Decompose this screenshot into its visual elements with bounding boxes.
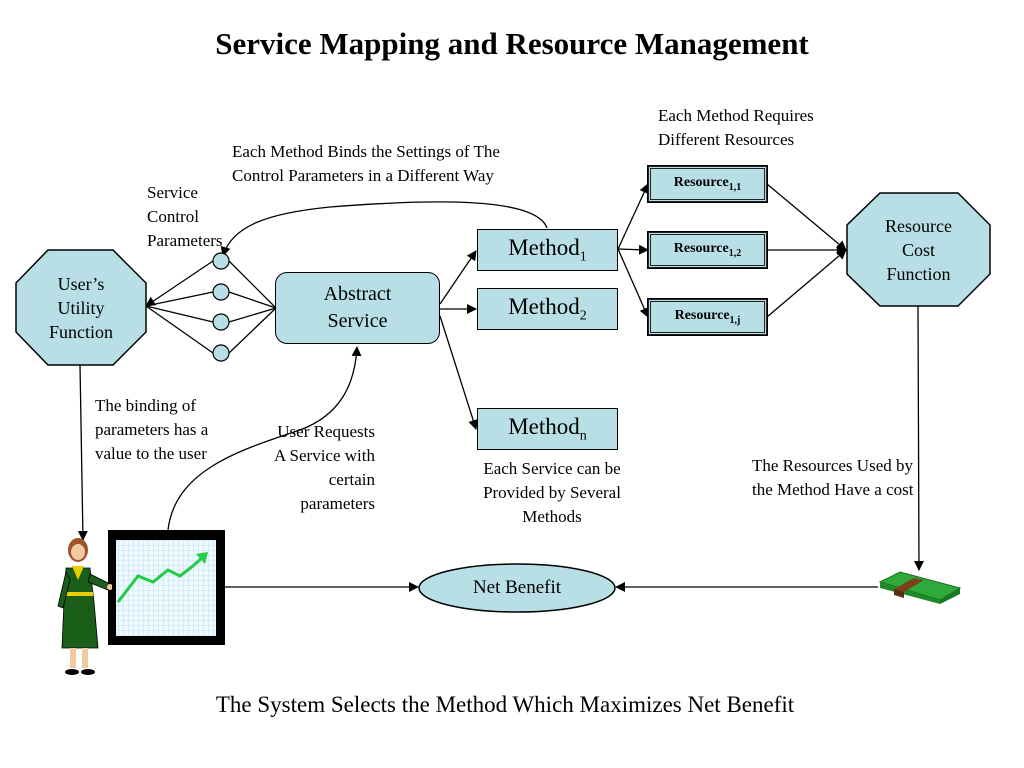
method-2-subscript: 2: [579, 308, 587, 324]
utility-function-label: User’s Utility Function: [48, 273, 113, 342]
method-to-resource11-arrow: [617, 183, 649, 250]
footer-caption: The System Selects the Method Which Maxi…: [215, 692, 795, 717]
method-n-label: Method: [508, 413, 580, 439]
net-benefit-label: Net Benefit: [472, 577, 562, 598]
resource-1-j-label: Resource: [674, 308, 730, 324]
resources-cost-note: The Resources Used by the Method Have a …: [752, 456, 914, 499]
resource11-to-cost-arrow: [766, 183, 847, 251]
abstract-service-node: Abstract Service: [275, 272, 440, 344]
abstract-service-label: Abstract Service: [323, 283, 392, 332]
service-to-method1-arrow: [439, 250, 477, 305]
utility-to-user-arrow: [77, 364, 88, 541]
money-stack-icon: [878, 571, 962, 604]
user-figure-icon: [57, 538, 112, 675]
cost-octagon-shape: [846, 192, 991, 307]
method-to-resource12-arrow: [617, 244, 649, 255]
control-parameter-node: [212, 283, 230, 301]
method-1-label: Method: [508, 234, 580, 260]
resource-1-j-node: Resource1,j: [647, 298, 768, 336]
resource-1-2-subscript: 1,2: [728, 247, 742, 259]
chart-easel-illustration: [108, 530, 225, 645]
method-n-node: Methodn: [477, 408, 618, 450]
service-control-parameters-note: Service Control Parameters: [147, 183, 223, 250]
binds-settings-note: Each Method Binds the Settings of The Co…: [232, 142, 500, 185]
provided-by-several-note: Each Service can be Provided by Several …: [483, 459, 621, 526]
method-2-node: Method2: [477, 288, 618, 330]
control-parameter-node: [212, 313, 230, 331]
method-1-subscript: 1: [579, 249, 587, 265]
resource-1-2-node: Resource1,2: [647, 231, 768, 269]
param-to-utility-line: [145, 291, 214, 307]
binding-value-note: The binding of parameters has a value to…: [95, 396, 209, 463]
method-1-node: Method1: [477, 229, 618, 271]
method-n-subscript: n: [579, 428, 587, 444]
cost-to-money-arrow: [913, 305, 924, 571]
param-to-utility-line: [145, 305, 214, 323]
resource-cost-function-label: Resource Cost Function: [885, 215, 952, 284]
resource-cost-function-node: Resource Cost Function: [847, 193, 990, 306]
method-binds-params-arrow: [220, 201, 548, 257]
service-to-methodn-arrow: [439, 315, 479, 430]
utility-octagon-shape: [15, 249, 147, 366]
param-to-utility-arrow: [145, 260, 214, 307]
param-to-service-line: [228, 307, 277, 323]
param-to-utility-line: [145, 305, 214, 354]
page-title: Service Mapping and Resource Management: [215, 26, 809, 61]
control-parameter-node: [212, 344, 230, 362]
param-to-service-line: [228, 291, 277, 309]
param-to-service-line: [228, 307, 277, 354]
param-to-service-line: [228, 260, 277, 309]
method-2-label: Method: [508, 293, 580, 319]
control-parameter-node: [212, 252, 230, 270]
resource-1-1-subscript: 1,1: [728, 181, 742, 193]
resource-1-1-label: Resource: [673, 175, 729, 191]
method-to-resource1j-arrow: [617, 248, 649, 318]
user-requests-note: User Requests A Service with certain par…: [273, 422, 375, 513]
utility-function-node: User’s Utility Function: [16, 250, 146, 365]
resource-1-2-label: Resource: [673, 241, 729, 257]
resource1j-to-cost-arrow: [766, 249, 847, 318]
each-method-requires-note: Each Method Requires Different Resources: [658, 106, 814, 149]
resource-1-1-node: Resource1,1: [647, 165, 768, 203]
net-benefit-ellipse: [418, 563, 616, 613]
resource-1-j-subscript: 1,j: [729, 314, 741, 326]
user-request-arrow: [167, 346, 362, 531]
